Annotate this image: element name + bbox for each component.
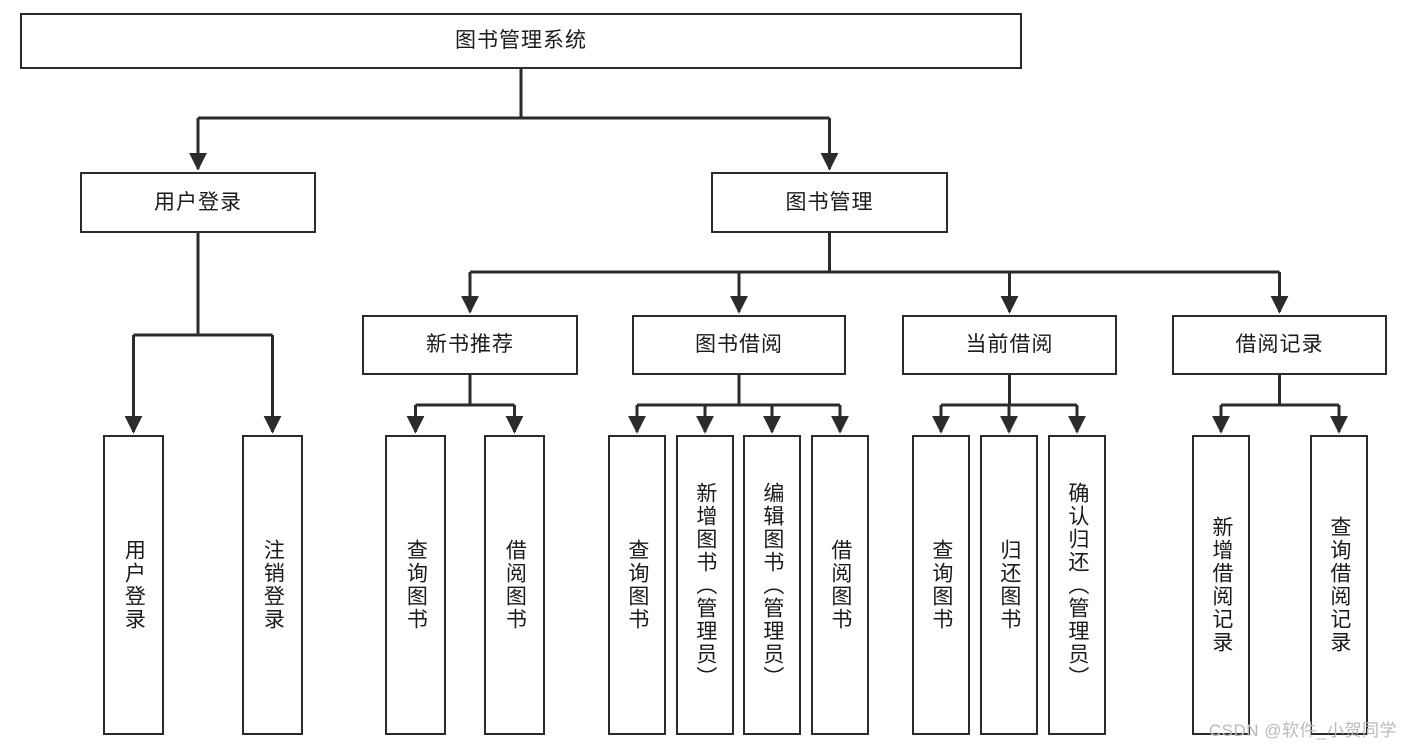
node-current-borrow[interactable]: 当前借阅	[902, 315, 1117, 375]
watermark-label: CSDN @软件_小贺同学	[1208, 721, 1397, 740]
node-label: 确认归还（管理员）	[1065, 481, 1089, 689]
node-label: 图书管理	[785, 190, 874, 214]
node-leaf-borrow-book-2[interactable]: 借阅图书	[811, 435, 869, 735]
node-leaf-logout-login[interactable]: 注销登录	[242, 435, 303, 735]
node-leaf-edit-book-admin[interactable]: 编辑图书（管理员）	[743, 435, 801, 735]
node-book-manage[interactable]: 图书管理	[711, 172, 948, 233]
node-label: 借阅记录	[1235, 333, 1324, 357]
node-label: 查询图书	[929, 539, 953, 631]
node-leaf-user-login[interactable]: 用户登录	[103, 435, 164, 735]
node-leaf-add-borrow-record[interactable]: 新增借阅记录	[1192, 435, 1250, 735]
node-label: 当前借阅	[965, 333, 1054, 357]
node-leaf-query-book-2[interactable]: 查询图书	[608, 435, 666, 735]
node-label: 注销登录	[261, 539, 285, 631]
node-new-book-recommend[interactable]: 新书推荐	[362, 315, 578, 375]
node-label: 新增图书（管理员）	[693, 481, 717, 689]
node-leaf-borrow-book-1[interactable]: 借阅图书	[484, 435, 545, 735]
node-label: 查询图书	[404, 539, 428, 631]
node-leaf-confirm-return-admin[interactable]: 确认归还（管理员）	[1048, 435, 1106, 735]
node-label: 图书借阅	[695, 333, 783, 357]
node-leaf-query-book-1[interactable]: 查询图书	[385, 435, 446, 735]
node-label: 查询图书	[625, 539, 649, 631]
node-label: 新书推荐	[426, 333, 514, 357]
node-label: 图书管理系统	[455, 29, 587, 53]
node-book-borrow[interactable]: 图书借阅	[632, 315, 846, 375]
node-label: 查询借阅记录	[1327, 516, 1351, 654]
node-user-login[interactable]: 用户登录	[80, 172, 316, 233]
node-label: 借阅图书	[828, 539, 852, 631]
node-label: 编辑图书（管理员）	[760, 481, 784, 689]
node-root[interactable]: 图书管理系统	[20, 13, 1022, 69]
node-leaf-query-borrow-record[interactable]: 查询借阅记录	[1310, 435, 1368, 735]
node-leaf-query-book-3[interactable]: 查询图书	[912, 435, 970, 735]
node-label: 借阅图书	[503, 539, 527, 631]
node-label: 新增借阅记录	[1209, 516, 1233, 654]
node-leaf-return-book[interactable]: 归还图书	[980, 435, 1038, 735]
node-label: 用户登录	[154, 190, 242, 214]
node-borrow-record[interactable]: 借阅记录	[1172, 315, 1387, 375]
node-label: 归还图书	[997, 539, 1021, 631]
node-leaf-add-book-admin[interactable]: 新增图书（管理员）	[676, 435, 734, 735]
node-label: 用户登录	[122, 539, 146, 631]
